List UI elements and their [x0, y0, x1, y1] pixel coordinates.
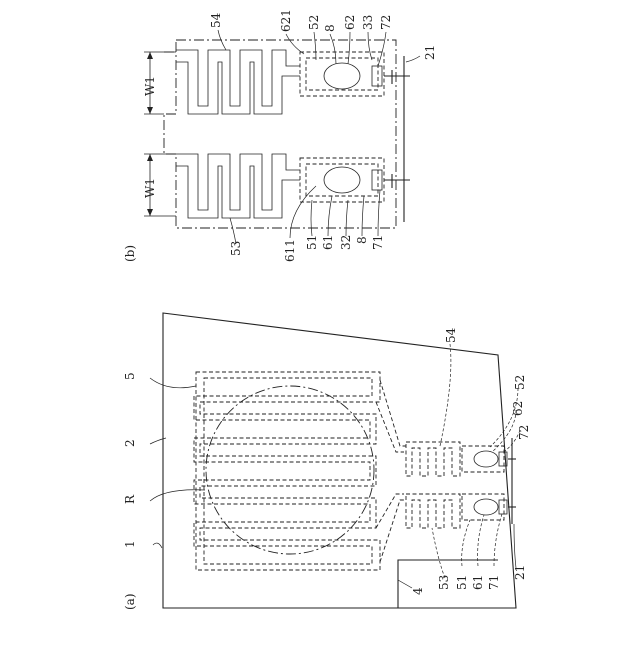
leader-621b	[286, 34, 304, 54]
electrode-61-b	[324, 167, 360, 193]
label-5: 5	[123, 372, 137, 380]
pad-61	[474, 499, 498, 515]
electrode-62-b	[324, 63, 360, 89]
label-52b: 52	[307, 15, 321, 30]
leader-32b	[346, 200, 348, 236]
label-4: 4	[411, 587, 425, 595]
label-611b: 611	[283, 239, 297, 262]
small-meander-54	[406, 442, 460, 476]
label-72b: 72	[379, 15, 393, 30]
leader-21a	[514, 524, 516, 568]
leader-53b	[230, 218, 236, 244]
label-62b: 62	[343, 15, 357, 30]
label-62a: 62	[511, 401, 525, 416]
label-21a: 21	[513, 565, 527, 580]
w1-arrowhead-3	[147, 154, 153, 161]
label-fig-b: (b)	[123, 245, 137, 262]
leader-52b	[314, 32, 316, 60]
figure-b-labels: (b) 54 621 52 8 62 33 72 21 W1 W1 53 611…	[123, 9, 437, 262]
w1-arrowhead-1	[147, 52, 153, 59]
label-61b: 61	[321, 235, 335, 250]
leader-72b	[378, 32, 386, 66]
leader-53	[432, 528, 445, 578]
label-2: 2	[123, 439, 137, 447]
neck-lower-inner	[376, 494, 404, 528]
figure-b-leaders	[218, 30, 420, 244]
label-w1-bot: W1	[143, 178, 157, 198]
leader-5	[150, 378, 196, 388]
pad-62	[474, 451, 498, 467]
leader-611b	[290, 186, 316, 238]
label-52a: 52	[513, 375, 527, 390]
label-51a: 51	[455, 575, 469, 590]
leader-62b	[348, 32, 350, 64]
outer-boundary-b	[164, 40, 396, 228]
small-meander-53	[406, 494, 460, 528]
label-54b: 54	[209, 12, 223, 28]
region-r-circle	[206, 386, 374, 554]
leader-1	[153, 543, 162, 548]
label-32b: 32	[339, 235, 353, 250]
meander-53-b	[176, 154, 300, 210]
pad-71	[499, 500, 507, 514]
leader-4	[398, 580, 412, 588]
leader-r	[150, 490, 205, 501]
neck-upper	[380, 380, 406, 446]
resistor-pattern-5-inner	[194, 378, 372, 564]
label-54a: 54	[444, 327, 458, 343]
leader-21b	[406, 56, 420, 62]
meander-54-b	[176, 50, 300, 106]
label-fig-a: (a)	[123, 593, 137, 610]
leader-8b1	[330, 34, 336, 64]
label-621b: 621	[279, 9, 293, 32]
w1-arrowhead-2	[147, 107, 153, 114]
figure-a-leaders	[150, 344, 520, 588]
label-r: R	[123, 494, 137, 504]
label-8b1: 8	[323, 24, 337, 32]
figure-b	[144, 40, 410, 228]
leader-33b	[368, 32, 372, 60]
leader-71b	[378, 190, 380, 236]
label-1: 1	[123, 540, 137, 548]
figure-a-labels: (a) 1 2 R 5 4 53 54 51 61 71 52 62 72 21	[123, 327, 531, 610]
figure-a	[163, 313, 516, 608]
electrode-72-b	[372, 66, 382, 86]
label-61a: 61	[471, 575, 485, 590]
label-71a: 71	[487, 575, 501, 590]
neck-lower	[380, 500, 406, 562]
leader-71	[494, 514, 502, 566]
leader-54	[440, 344, 451, 446]
leader-2	[150, 438, 166, 444]
leader-51b	[311, 200, 312, 236]
label-21b: 21	[423, 45, 437, 60]
label-72a: 72	[517, 425, 531, 440]
label-51b: 51	[305, 235, 319, 250]
label-8b2: 8	[355, 236, 369, 244]
leader-61	[478, 515, 484, 566]
electrode-region-lower	[300, 158, 384, 202]
electrode-71-b	[372, 170, 382, 190]
label-71b: 71	[371, 235, 385, 250]
electrode-region-lower-inner	[306, 164, 378, 196]
label-w1-top: W1	[143, 76, 157, 96]
w1-arrowhead-4	[147, 209, 153, 216]
substrate-outline	[163, 313, 516, 608]
label-53b: 53	[229, 241, 243, 256]
label-33b: 33	[361, 15, 375, 30]
leader-51	[462, 520, 470, 566]
label-53a: 53	[437, 575, 451, 590]
resistor-pattern-5	[196, 372, 380, 570]
